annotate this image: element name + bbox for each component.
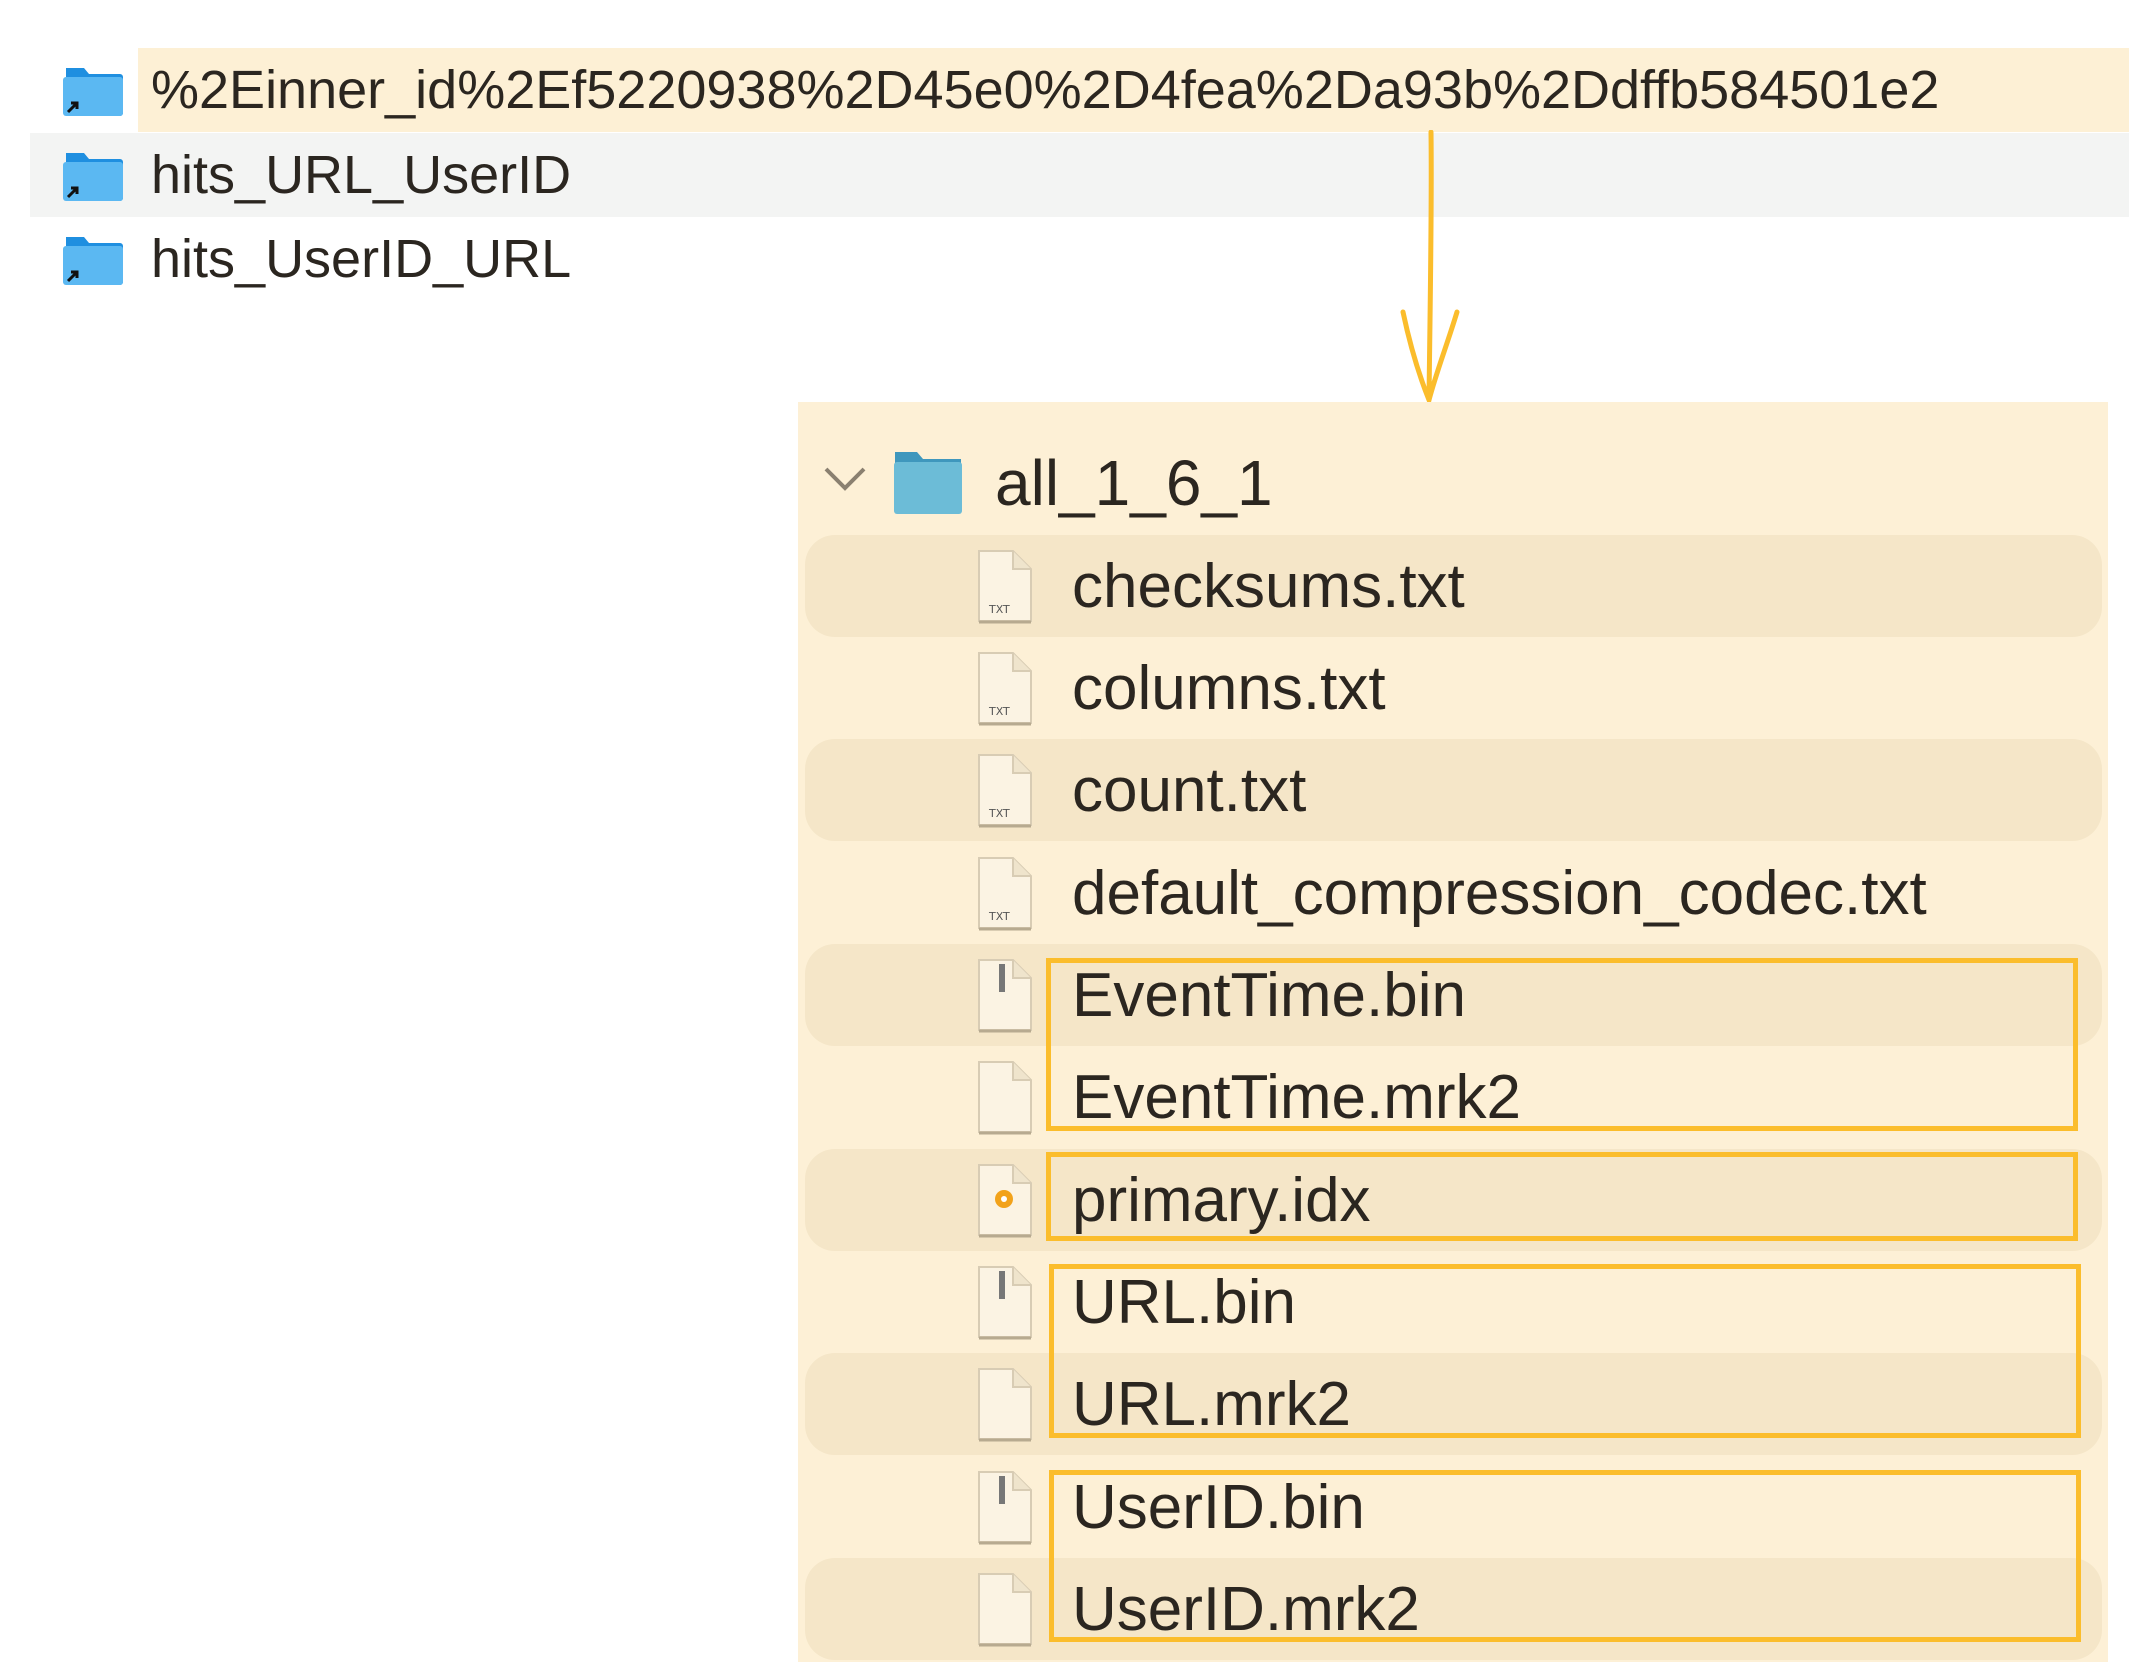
- folder-row-all-1-6-1[interactable]: all_1_6_1: [798, 442, 2108, 526]
- row-highlight: [138, 48, 2129, 132]
- folder-alias-icon: [62, 147, 124, 203]
- annotation-arrow-icon: [1400, 130, 1460, 405]
- txt-file-icon: TXT: [973, 549, 1035, 625]
- file-name: primary.idx: [1072, 1166, 1371, 1235]
- file-row[interactable]: UserID.mrk2: [805, 1558, 2102, 1660]
- file-row[interactable]: primary.idx: [805, 1149, 2102, 1251]
- file-name: UserID.mrk2: [1072, 1575, 1420, 1644]
- expanded-folder-panel: all_1_6_1 TXT checksums.txt TXT columns.…: [798, 402, 2108, 1662]
- folder-icon: [894, 452, 962, 514]
- binary-file-icon: [973, 958, 1035, 1034]
- folder-row-inner-id[interactable]: %2Einner_id%2Ef5220938%2D45e0%2D4fea%2Da…: [30, 48, 2129, 132]
- txt-file-icon: TXT: [973, 856, 1035, 932]
- file-name: EventTime.bin: [1072, 961, 1466, 1030]
- txt-file-icon: TXT: [973, 753, 1035, 829]
- file-name: EventTime.mrk2: [1072, 1063, 1522, 1132]
- file-name: default_compression_codec.txt: [1072, 859, 1927, 928]
- folder-row-hits-url-userid[interactable]: hits_URL_UserID: [30, 133, 2129, 217]
- annotation-box-eventtime: [1046, 958, 2078, 1131]
- file-row[interactable]: URL.mrk2: [805, 1353, 2102, 1455]
- blank-file-icon: [973, 1367, 1035, 1443]
- file-name: UserID.bin: [1072, 1473, 1365, 1542]
- file-row[interactable]: TXT checksums.txt: [805, 535, 2102, 637]
- file-row[interactable]: TXT default_compression_codec.txt: [805, 842, 2102, 944]
- blank-file-icon: [973, 1572, 1035, 1648]
- file-row[interactable]: UserID.bin: [805, 1456, 2102, 1558]
- binary-file-icon: [973, 1265, 1035, 1341]
- file-name: URL.bin: [1072, 1268, 1296, 1337]
- annotation-box-url: [1049, 1264, 2081, 1438]
- folder-name: all_1_6_1: [995, 447, 1273, 519]
- folder-alias-icon: [62, 231, 124, 287]
- blank-file-icon: [973, 1060, 1035, 1136]
- annotation-box-userid: [1049, 1470, 2081, 1642]
- file-name: count.txt: [1072, 756, 1307, 825]
- idx-file-icon: [973, 1163, 1035, 1239]
- binary-file-icon: [973, 1470, 1035, 1546]
- file-row[interactable]: TXT count.txt: [805, 739, 2102, 841]
- folder-name: hits_URL_UserID: [151, 145, 572, 205]
- svg-text:TXT: TXT: [988, 603, 1010, 616]
- annotation-box-primary-idx: [1046, 1152, 2078, 1241]
- file-name: URL.mrk2: [1072, 1370, 1352, 1439]
- svg-text:TXT: TXT: [988, 807, 1010, 820]
- folder-alias-icon: [62, 62, 124, 118]
- file-row[interactable]: TXT columns.txt: [805, 637, 2102, 739]
- file-row[interactable]: EventTime.mrk2: [805, 1046, 2102, 1148]
- folder-name: hits_UserID_URL: [151, 229, 572, 289]
- file-name: columns.txt: [1072, 654, 1386, 723]
- folder-row-hits-userid-url[interactable]: hits_UserID_URL: [30, 217, 2129, 301]
- folder-name: %2Einner_id%2Ef5220938%2D45e0%2D4fea%2Da…: [151, 60, 1940, 120]
- svg-text:TXT: TXT: [988, 910, 1010, 923]
- txt-file-icon: TXT: [973, 651, 1035, 727]
- svg-text:TXT: TXT: [988, 705, 1010, 718]
- file-row[interactable]: URL.bin: [805, 1251, 2102, 1353]
- chevron-down-icon[interactable]: [823, 466, 867, 492]
- file-name: checksums.txt: [1072, 552, 1465, 621]
